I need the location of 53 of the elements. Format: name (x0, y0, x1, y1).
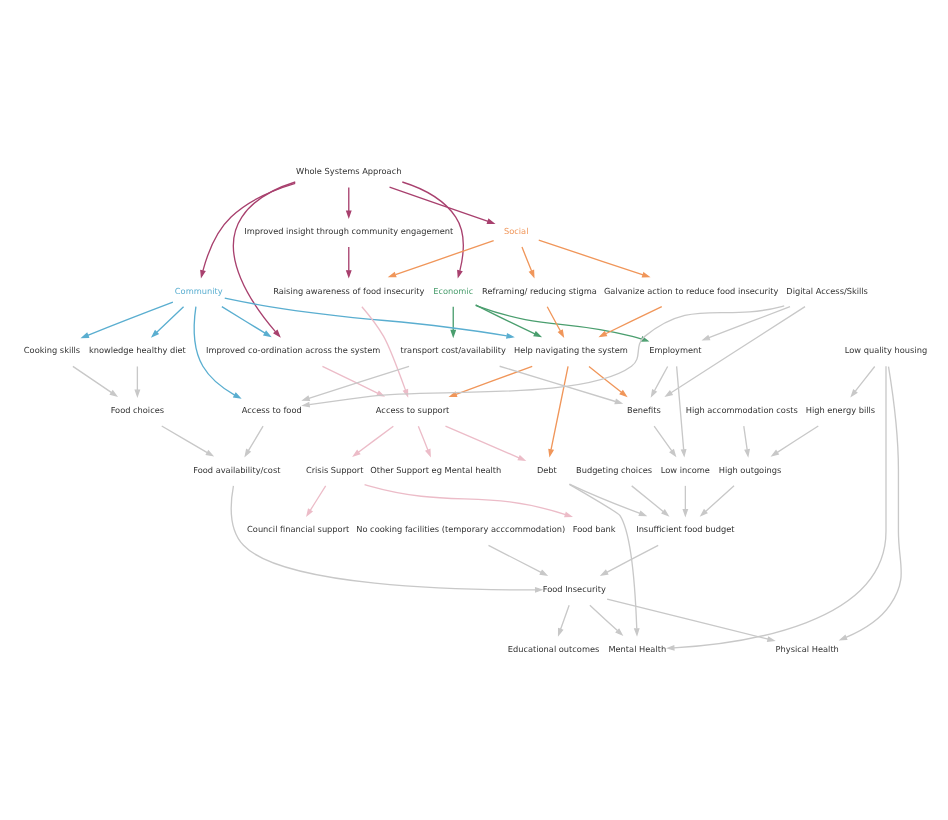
arrow (597, 304, 662, 337)
arrow (742, 424, 750, 457)
arrow (605, 597, 775, 641)
arrow (545, 305, 564, 338)
arrow (449, 305, 456, 338)
arrow (497, 364, 623, 404)
arrow (587, 364, 627, 397)
arrow (400, 180, 463, 278)
arrow (149, 305, 184, 337)
arrow (537, 238, 650, 277)
arrow (556, 603, 569, 636)
arrow (567, 482, 647, 516)
arrow (305, 484, 326, 517)
arrow (663, 305, 805, 396)
arrow (520, 245, 534, 278)
arrow (443, 424, 526, 460)
arrow (344, 185, 351, 218)
arrow (849, 364, 875, 397)
arrow (231, 180, 295, 337)
arrow (223, 296, 514, 338)
arrow (698, 484, 734, 516)
arrow (387, 185, 495, 223)
arrow (362, 482, 572, 517)
arrow (837, 364, 901, 640)
arrow (473, 303, 542, 337)
arrow (229, 484, 543, 592)
arrow (220, 304, 271, 337)
arrow (598, 543, 658, 575)
arrow (199, 181, 295, 278)
arrow (700, 304, 790, 340)
arrow (351, 424, 393, 456)
arrow (243, 424, 263, 457)
arrow (300, 304, 784, 407)
arrow (71, 364, 118, 397)
arrow (447, 364, 532, 396)
arrow (649, 364, 668, 397)
arrow (192, 304, 241, 398)
arrow (160, 424, 214, 456)
arrow (416, 424, 430, 457)
arrow (486, 543, 548, 575)
arrow (79, 300, 173, 338)
arrow (674, 364, 686, 457)
arrow (665, 364, 886, 650)
arrow (652, 424, 676, 457)
arrow (630, 484, 669, 516)
arrow (386, 238, 494, 277)
arrow (547, 364, 568, 457)
arrow (681, 484, 688, 517)
arrow (588, 603, 623, 636)
arrow (769, 424, 818, 456)
arrow (133, 364, 140, 397)
arrow (567, 482, 639, 636)
arrow (344, 245, 351, 278)
